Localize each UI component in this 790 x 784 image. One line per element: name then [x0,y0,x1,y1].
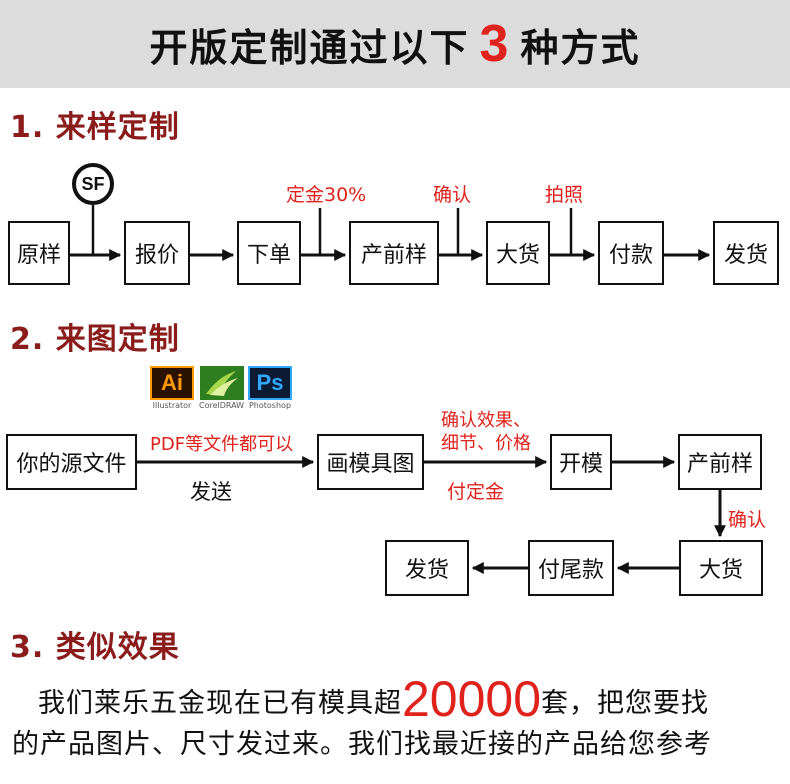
ai-icon: Ai [150,366,194,400]
box-ship: 发货 [713,221,779,285]
banner-number: 3 [479,15,511,73]
box-bulk-2: 大货 [679,540,763,596]
box-quote: 报价 [124,221,190,285]
coreldraw-logo: CorelDRAW [199,366,244,410]
box-open-mold: 开模 [550,434,612,490]
banner-text-before: 开版定制通过以下 [149,25,470,70]
note-confirm-2: 确认 [728,509,767,531]
section2-title: 2. 来图定制 [10,322,180,357]
header-banner: 开版定制通过以下 3 种方式 [0,0,790,88]
note-send: 发送 [190,480,232,504]
coreldraw-icon [199,366,244,400]
note-photo: 拍照 [545,184,584,206]
mold-count: 20000 [402,671,542,727]
box-source-file: 你的源文件 [6,434,137,490]
photoshop-caption: Photoshop [248,401,292,410]
coreldraw-caption: CorelDRAW [199,401,245,410]
photoshop-logo: Ps Photoshop [248,366,292,410]
note-file-formats: PDF等文件都可以 [150,434,294,455]
paragraph-line-1-after: 套，把您要找 [541,688,710,719]
banner-text-after: 种方式 [520,25,641,70]
illustrator-logo: Ai Illustrator [150,366,194,410]
box-balance-payment: 付尾款 [528,540,614,596]
ps-icon: Ps [248,366,292,400]
paragraph-line-1-before: 我们莱乐五金现在已有模具超 [38,688,402,719]
note-confirm-effect: 确认效果、 [441,410,531,431]
section1-title: 1. 来样定制 [10,110,180,145]
illustrator-caption: Illustrator [152,401,192,410]
box-payment: 付款 [598,221,664,285]
sf-express-logo: SF [72,163,114,205]
paragraph-line-1: 我们莱乐五金现在已有模具超20000套，把您要找 [38,670,709,728]
note-details-price: 细节、价格 [441,433,531,454]
box-pre-production-sample-2: 产前样 [678,434,762,490]
box-pre-production-sample: 产前样 [349,221,439,285]
box-original-sample: 原样 [8,221,70,285]
box-ship-2: 发货 [385,540,469,596]
paragraph-line-2: 的产品图片、尺寸发过来。我们找最近接的产品给您参考 [12,729,712,760]
note-confirm: 确认 [433,184,472,206]
note-pay-deposit: 付定金 [447,481,505,503]
box-bulk: 大货 [486,221,550,285]
note-deposit-30: 定金30% [286,184,367,206]
box-mold-drawing: 画模具图 [317,434,424,490]
section3-title: 3. 类似效果 [10,630,180,665]
box-order: 下单 [237,221,301,285]
